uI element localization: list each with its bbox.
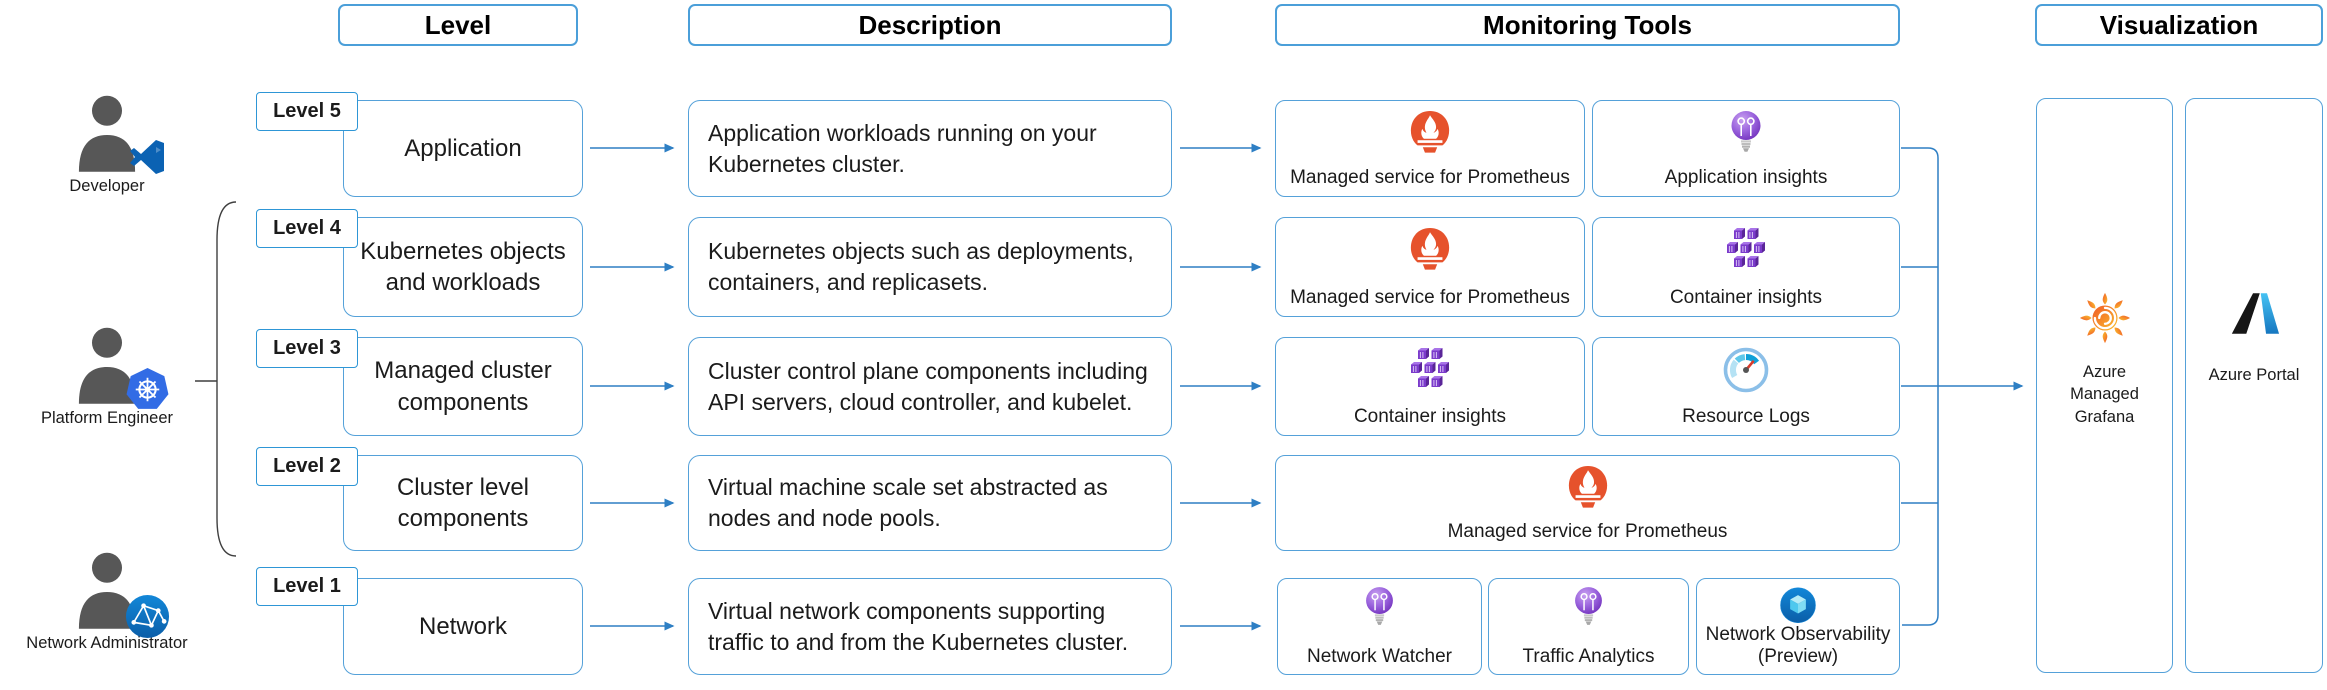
- tool-label: Network Watcher: [1307, 645, 1452, 667]
- prometheus-icon: [1566, 465, 1610, 509]
- level-box-managed-cluster: Managed cluster components: [343, 337, 583, 436]
- tool-label: Network Observability (Preview): [1705, 624, 1891, 667]
- level-badge-label: Level 3: [273, 337, 341, 359]
- traffic-analytics-bulb-icon: [1570, 586, 1607, 629]
- grafana-icon: [2078, 291, 2132, 345]
- level-badge-2: Level 2: [256, 447, 358, 486]
- container-insights-icon: [1722, 227, 1770, 269]
- level-box-network: Network: [343, 578, 583, 675]
- kubernetes-icon: [125, 367, 170, 412]
- resource-logs-gauge-icon: [1723, 347, 1769, 393]
- description-text: Virtual machine scale set abstracted as …: [708, 474, 1108, 531]
- tool-label: Traffic Analytics: [1522, 645, 1655, 667]
- tool-label: Resource Logs: [1682, 405, 1810, 427]
- level-label: Cluster level components: [396, 473, 530, 532]
- level-label: Kubernetes objects and workloads: [360, 237, 566, 296]
- tool-label: Container insights: [1353, 405, 1507, 427]
- column-header-monitoring-tools: Monitoring Tools: [1275, 4, 1900, 46]
- level-box-kubernetes-objects: Kubernetes objects and workloads: [343, 217, 583, 317]
- viz-label: Azure Managed Grafana: [2070, 363, 2139, 426]
- network-globe-icon: [124, 593, 171, 640]
- level-badge-5: Level 5: [256, 92, 358, 131]
- persona-label: Developer: [69, 177, 145, 195]
- description-text: Application workloads running on your Ku…: [708, 119, 1097, 177]
- persona-developer: Developer: [22, 94, 192, 196]
- level-badge-label: Level 2: [273, 455, 341, 477]
- description-box-level3: Cluster control plane components includi…: [688, 337, 1172, 436]
- level-badge-label: Level 4: [273, 217, 341, 239]
- network-watcher-bulb-icon: [1361, 586, 1398, 629]
- description-box-level1: Virtual network components supporting tr…: [688, 578, 1172, 675]
- level-badge-label: Level 5: [273, 100, 341, 122]
- tool-box-application-insights: Application insights: [1592, 100, 1900, 197]
- description-text: Cluster control plane components includi…: [708, 357, 1148, 415]
- app-insights-bulb-icon: [1726, 110, 1766, 156]
- tool-label: Managed service for Prometheus: [1290, 166, 1570, 188]
- column-header-monitoring-tools-label: Monitoring Tools: [1483, 9, 1692, 40]
- platform-engineer-bracket: [216, 201, 237, 557]
- tool-label: Managed service for Prometheus: [1290, 286, 1570, 308]
- viz-box-azure-portal: Azure Portal: [2185, 98, 2323, 673]
- level-badge-1: Level 1: [256, 567, 358, 606]
- level-badge-label: Level 1: [273, 575, 341, 597]
- tool-label: Managed service for Prometheus: [1447, 520, 1728, 542]
- persona-label: Platform Engineer: [40, 409, 174, 427]
- level-label: Application: [404, 134, 522, 162]
- viz-label: Azure Portal: [2208, 366, 2300, 384]
- column-header-description-label: Description: [858, 9, 1002, 40]
- prometheus-icon: [1408, 110, 1452, 154]
- level-label: Network: [418, 612, 508, 640]
- description-box-level4: Kubernetes objects such as deployments, …: [688, 217, 1172, 317]
- tool-box-managed-prometheus: Managed service for Prometheus: [1275, 217, 1585, 317]
- tool-box-network-observability: Network Observability (Preview): [1696, 578, 1900, 675]
- network-observability-icon: [1777, 586, 1819, 624]
- persona-label: Network Administrator: [26, 634, 188, 652]
- tool-box-network-watcher: Network Watcher: [1277, 578, 1482, 675]
- description-box-level2: Virtual machine scale set abstracted as …: [688, 455, 1172, 551]
- column-header-visualization: Visualization: [2035, 4, 2323, 46]
- column-header-visualization-label: Visualization: [2099, 9, 2259, 40]
- level-badge-3: Level 3: [256, 329, 358, 368]
- persona-network-administrator: Network Administrator: [22, 551, 192, 653]
- azure-portal-icon: [2228, 291, 2280, 336]
- level-badge-4: Level 4: [256, 209, 358, 248]
- tool-box-traffic-analytics: Traffic Analytics: [1488, 578, 1689, 675]
- column-header-description: Description: [688, 4, 1172, 46]
- description-text: Virtual network components supporting tr…: [708, 597, 1129, 655]
- tool-box-managed-prometheus: Managed service for Prometheus: [1275, 100, 1585, 197]
- viz-box-azure-managed-grafana: Azure Managed Grafana: [2036, 98, 2173, 673]
- level-box-application: Application: [343, 100, 583, 197]
- tool-label: Container insights: [1669, 286, 1823, 308]
- tool-label: Application insights: [1664, 166, 1828, 188]
- tool-box-container-insights: Container insights: [1592, 217, 1900, 317]
- persona-platform-engineer: Platform Engineer: [22, 326, 192, 428]
- container-insights-icon: [1406, 347, 1454, 389]
- tool-box-managed-prometheus-wide: Managed service for Prometheus: [1275, 455, 1900, 551]
- tool-box-container-insights: Container insights: [1275, 337, 1585, 436]
- prometheus-icon: [1408, 227, 1452, 271]
- description-box-level5: Application workloads running on your Ku…: [688, 100, 1172, 197]
- column-header-level-label: Level: [424, 9, 492, 40]
- column-header-level: Level: [338, 4, 578, 46]
- tool-box-resource-logs: Resource Logs: [1592, 337, 1900, 436]
- level-box-cluster-level: Cluster level components: [343, 455, 583, 551]
- visual-studio-icon: [128, 139, 166, 175]
- level-label: Managed cluster components: [374, 357, 552, 416]
- description-text: Kubernetes objects such as deployments, …: [708, 238, 1134, 295]
